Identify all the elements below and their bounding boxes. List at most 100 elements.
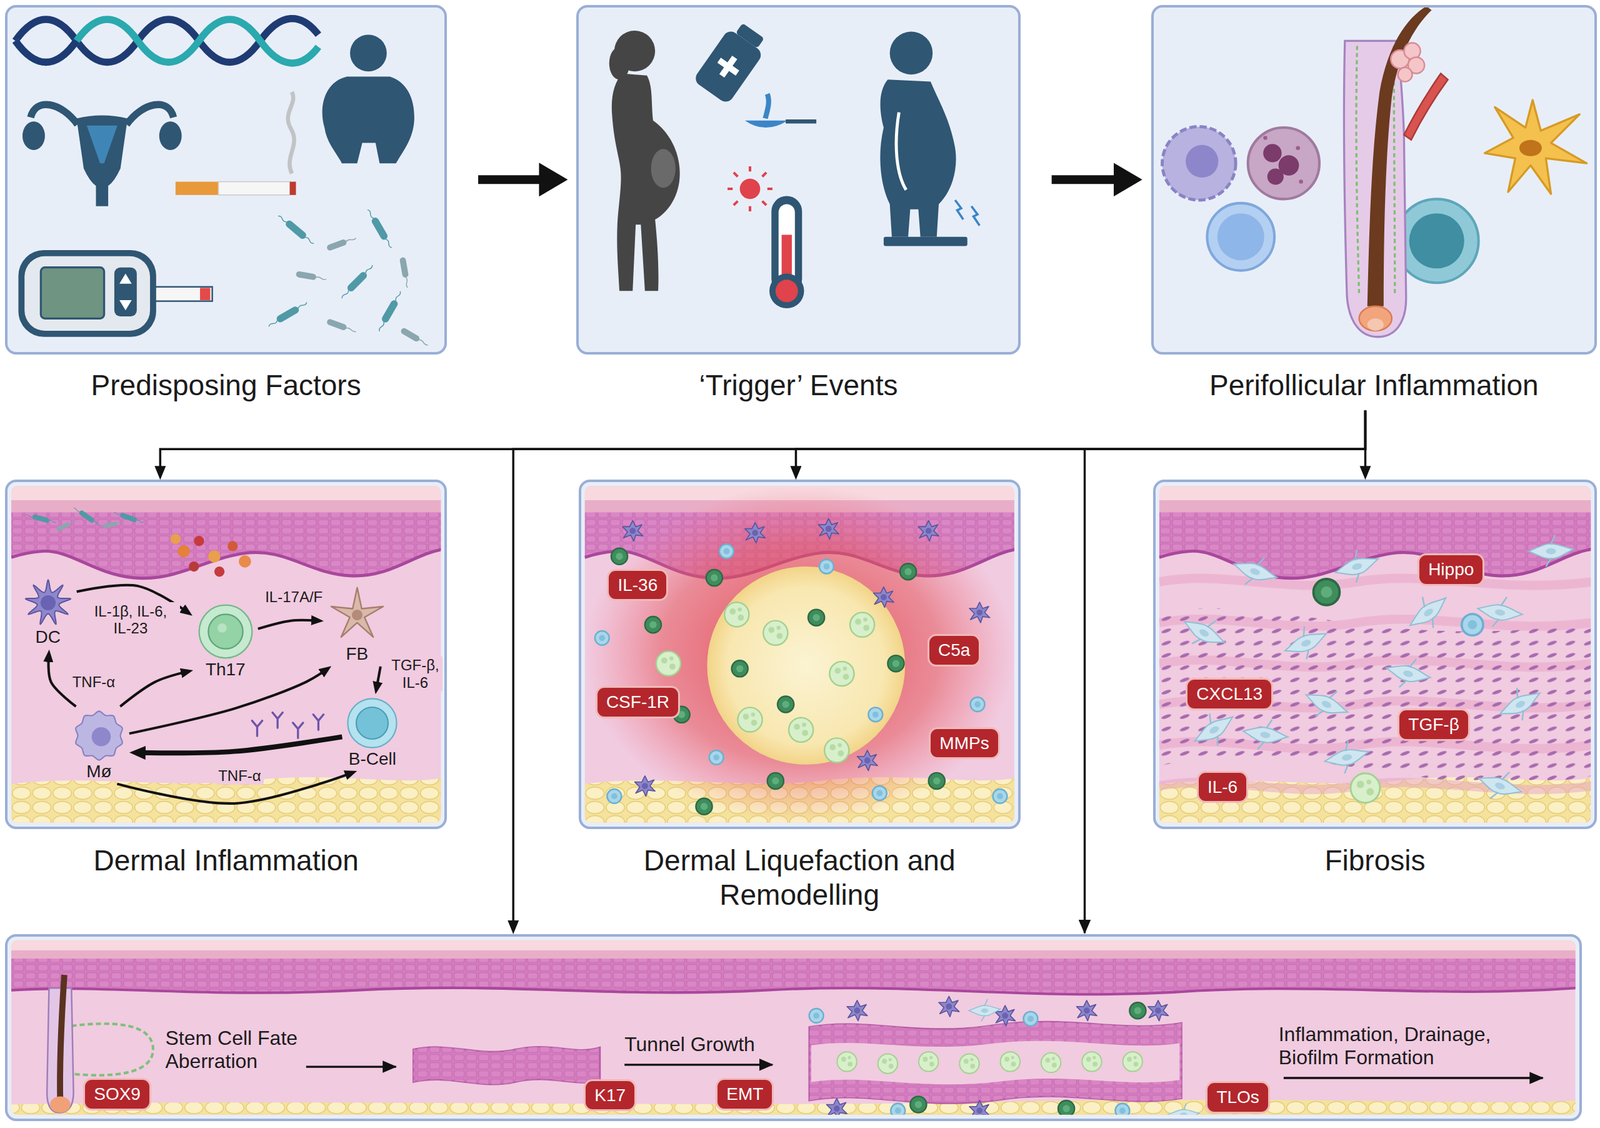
pill-label: K17 [594, 1084, 626, 1106]
panel-ground [1151, 5, 1597, 354]
skin-fibrosis [1473, 762, 1527, 808]
cell-node: B-Cell [341, 693, 403, 772]
panel-ground [5, 933, 1582, 1121]
cell-drawing [351, 609, 363, 620]
skin-tunnel [959, 1053, 979, 1073]
skin-liquefaction [928, 772, 945, 789]
skin-tunnel [811, 1040, 1180, 1085]
skin-inflammation [170, 533, 181, 544]
skin-tunnel [918, 1051, 939, 1071]
skin-tunnel [910, 1095, 927, 1112]
skin-liquefaction [788, 717, 814, 742]
skin-inflammation [227, 540, 238, 551]
skin-tunnel [11, 958, 1576, 994]
panel-heading: Perifollicular Inflammation [1151, 368, 1597, 403]
weight-gain-icon [880, 79, 956, 237]
skin-fibrosis [1279, 620, 1333, 665]
process-arrow [1083, 448, 1086, 933]
bacteria-icon [326, 318, 357, 335]
skin-liquefaction [737, 706, 762, 732]
hair-follicle [1359, 306, 1392, 331]
pregnancy-icon [651, 148, 676, 188]
bacteria-icon [338, 263, 376, 300]
panel-frame [5, 5, 447, 354]
flow-arrow [513, 410, 1365, 925]
pill-label: EMT [726, 1083, 764, 1105]
skin-liquefaction [873, 586, 895, 608]
cigarette-icon [288, 91, 295, 174]
cell-label: Mø [86, 761, 112, 782]
flow-arrow [478, 175, 548, 184]
skin-tunnel [969, 1100, 990, 1115]
bacteria-icon [399, 256, 411, 289]
flow-arrow [120, 671, 186, 707]
immune-cells [1298, 179, 1304, 184]
pregnancy-icon [609, 30, 680, 291]
medication-icon [692, 18, 817, 128]
heat-icon [727, 166, 773, 212]
skin-tunnel [1123, 1051, 1143, 1071]
skin-tunnel [878, 1053, 898, 1073]
uterus-icon [159, 121, 182, 150]
mediator-pill: IL-36 [606, 568, 669, 602]
skin-liquefaction [900, 563, 917, 580]
dna-helix [15, 40, 77, 62]
skin-tunnel [809, 1021, 1182, 1104]
process-arrow [1283, 1076, 1544, 1079]
glucometer-icon [153, 286, 213, 302]
cell-drawing [331, 587, 384, 637]
skin-liquefaction [872, 785, 887, 800]
skin-inflammation [313, 714, 324, 730]
immune-cells [1206, 203, 1275, 271]
glucometer-icon [200, 287, 210, 300]
skin-tunnel [1058, 1100, 1075, 1115]
tunnel-band: SOX9K17EMTTLOsStem Cell Fate AberrationT… [5, 933, 1582, 1121]
cell-label: Th17 [205, 660, 246, 680]
mediator-pill: Hippo [1417, 553, 1485, 586]
weight-gain-icon [880, 31, 980, 247]
skin-inflammation [113, 509, 145, 525]
cell-label: B-Cell [348, 749, 397, 769]
pill-label: SOX9 [93, 1083, 141, 1105]
skin-tunnel [1081, 1051, 1102, 1071]
immune-cells [1409, 213, 1465, 269]
mediator-pill: CXCL13 [1185, 677, 1274, 710]
skin-liquefaction [777, 695, 794, 712]
immune-cells [1263, 135, 1268, 140]
skin-tunnel [968, 998, 1000, 1021]
cell-drawing [75, 710, 123, 760]
process-arrow [306, 448, 1544, 1078]
bacteria-icon [400, 326, 430, 348]
skin-liquefaction [829, 661, 854, 686]
glucometer-icon [40, 267, 104, 319]
skin-tunnel [11, 1099, 1576, 1115]
skin-fibrosis [1461, 613, 1484, 635]
skin-inflammation [55, 518, 77, 532]
skin-tunnel [50, 1095, 71, 1112]
skin-liquefaction [708, 567, 904, 764]
pill-label: TLOs [1216, 1086, 1259, 1108]
skin-inflammation [25, 511, 57, 525]
skin-inflammation [11, 485, 441, 823]
skin-tunnel [836, 1051, 857, 1071]
skin-inflammation [272, 712, 283, 728]
skin-liquefaction [970, 696, 985, 712]
skin-tunnel [413, 1046, 600, 1084]
immune-cells [1267, 168, 1284, 185]
stage-panel: ‘Trigger’ Events [576, 5, 1020, 405]
flow-arrow [160, 410, 1365, 472]
skin-tunnel [826, 1098, 847, 1115]
cell-drawing [72, 708, 126, 762]
panel-frame [1151, 5, 1597, 354]
skin-inflammation [188, 561, 199, 572]
skin-liquefaction [856, 750, 878, 771]
heat-icon [775, 279, 799, 302]
skin-tunnel [11, 940, 1576, 1115]
medication-icon [712, 51, 744, 83]
skin-tunnel [1115, 1103, 1130, 1115]
skin-inflammation [208, 550, 221, 563]
skin-liquefaction [724, 601, 749, 627]
weight-gain-icon [971, 206, 980, 226]
stage-panel: Predisposing Factors [5, 5, 447, 405]
